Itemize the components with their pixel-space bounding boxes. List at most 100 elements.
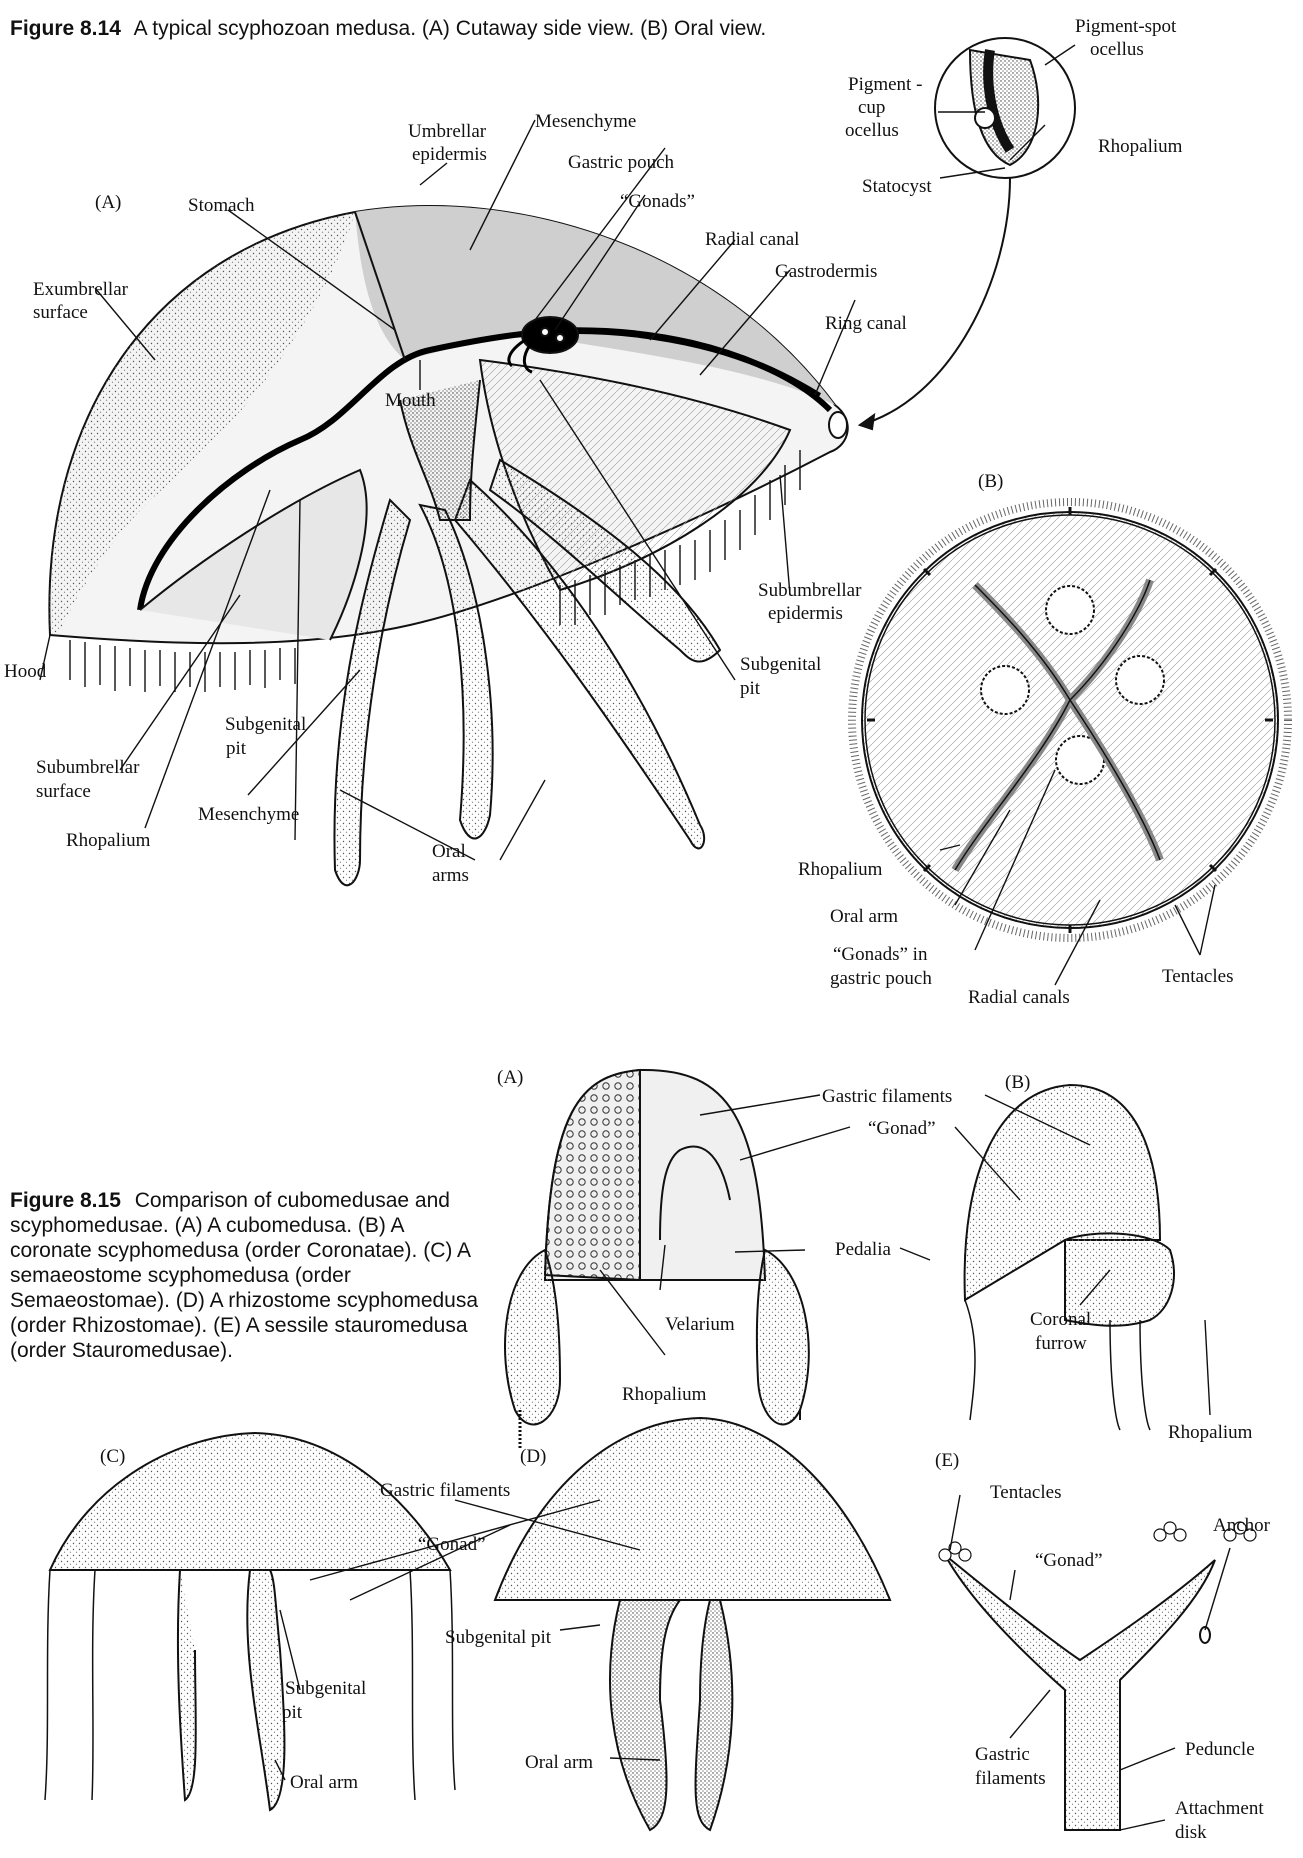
panel-label-d: (D) [520,1446,546,1467]
panel-label-a: (A) [497,1067,523,1088]
coronate-crown [1064,1232,1175,1327]
label-mouth: Mouth [385,390,436,411]
coronate-tentacle [964,1299,1151,1431]
label-ring-canal: Ring canal [825,313,907,334]
cubo-pedalium-left [504,1248,562,1426]
label-gastric-filaments-ab: Gastric filaments [822,1086,952,1107]
figure-8-14-caption: Figure 8.14 A typical scyphozoan medusa.… [10,16,770,41]
label-peduncle: Peduncle [1185,1739,1255,1760]
label-tentacles-b: Tentacles [1162,966,1233,987]
label-gonad-cd: “Gonad” [418,1534,486,1555]
label-gastric-filaments-cd: Gastric filaments [380,1480,510,1501]
label-rhopalium-a: Rhopalium [66,830,151,851]
label-gonad-e: “Gonad” [1035,1550,1103,1571]
label-pedalia: Pedalia [835,1239,891,1260]
tentacle-fringe-left [69,640,296,692]
label-gastric-filaments-e: filaments [975,1768,1046,1789]
label-subumbrellar-surface: surface [36,781,91,802]
coronate-bell [963,1083,1162,1302]
label-oral-arm-c: Oral arm [290,1772,358,1793]
label-radial-canal: Radial canal [705,229,799,250]
gonads-cluster [507,316,579,374]
label-pigment-cup: Pigment - [848,74,922,95]
label-subumbrellar-surface: Subumbrellar [36,757,140,778]
figure-8-15-caption: Figure 8.15 Comparison of cubomedusae an… [10,1188,480,1363]
semaeo-oral-arm [246,1569,286,1812]
label-mesenchyme-bottom: Mesenchyme [198,804,299,825]
label-subgenital-pit-d: Subgenital pit [445,1627,552,1648]
label-pigment-spot: Pigment-spot [1075,16,1177,37]
figure-number: Figure 8.14 [10,17,121,40]
panel-label-a: (A) [95,192,121,213]
label-subgenital-pit-left: Subgenital [225,714,306,735]
figure-number: Figure 8.15 [10,1189,121,1212]
label-pigment-cup: cup [858,97,885,118]
label-rhopalium-a: Rhopalium [622,1384,707,1405]
label-gastric-filaments-e: Gastric [975,1744,1030,1765]
tentacle-fringe-right [559,450,801,625]
fig-8-15-d-rhizostome [493,1416,892,1832]
label-rhopalium-b: Rhopalium [798,859,883,880]
leader-lines-8-15 [274,1094,1231,1831]
fig-8-15-e-stauromedusa [938,1521,1257,1831]
fig-8-14-a-medusa-side-view [48,205,849,887]
label-subgenital-pit-c: pit [282,1702,303,1723]
label-anchor: Anchor [1213,1515,1271,1536]
subumbrella-surface [139,468,368,641]
label-exumbrellar: surface [33,302,88,323]
labels-8-15: (A) (B) (C) (D) (E) Gastric filaments “G… [100,1067,1271,1843]
label-rhopalium-b: Rhopalium [1168,1422,1253,1443]
label-gonads: “Gonads” [620,191,695,212]
anchor-marker [1199,1626,1211,1644]
rhizo-oral-arms [609,1599,734,1832]
label-coronal-furrow: Coronal [1030,1309,1091,1330]
mesenchyme-band [355,206,835,405]
label-subgenital-pit-right: Subgenital [740,654,821,675]
radial-canal-line [544,327,822,397]
caption-text: A typical scyphozoan medusa. (A) Cutaway… [133,17,767,40]
leader-lines-8-14-b [939,769,1216,986]
oral-arm-right [453,478,706,850]
label-subumbrellar-epidermis: Subumbrellar [758,580,862,601]
label-gonad-ab: “Gonad” [868,1118,936,1139]
fig-8-14-b-oral-view [848,498,1292,942]
label-umbrellar-epidermis: epidermis [412,144,487,165]
arrow-to-rhopalium [859,177,1011,426]
oral-arm-far-right [488,458,722,663]
label-hood: Hood [4,661,47,682]
semaeo-bell [48,1431,452,1571]
label-radial-canals: Radial canals [968,987,1070,1008]
labels-8-14: (A) (B) Pigment-spot ocellus Pigment - c… [4,16,1233,1008]
label-gonads-pouch: gastric pouch [830,968,932,989]
gonad-ring [1115,655,1165,705]
semaeo-tentacles [44,1569,456,1801]
label-subgenital-pit-left: pit [226,738,247,759]
rhizo-bell [493,1416,892,1601]
rhopalium-inset [857,37,1076,431]
label-umbrellar-epidermis: Umbrellar [408,121,487,142]
label-coronal-furrow: furrow [1035,1333,1087,1354]
cubo-canal [659,1145,731,1241]
oral-arm-left [333,498,412,887]
label-gastric-pouch: Gastric pouch [568,152,675,173]
label-gastrodermis: Gastrodermis [775,261,877,282]
label-subgenital-pit-right: pit [740,678,761,699]
stauro-tentacle-clusters [938,1521,1257,1562]
leader-lines-8-14 [39,44,1076,861]
manubrium [399,379,481,521]
cubo-pedalium-right [755,1248,810,1426]
cutaway-wall [354,211,406,361]
label-attachment-disk: Attachment [1175,1798,1264,1819]
panel-label-c: (C) [100,1446,125,1467]
label-mesenchyme-top: Mesenchyme [535,111,636,132]
label-pigment-cup: ocellus [845,120,899,141]
label-oral-arms: arms [432,865,469,886]
label-gonads-pouch: “Gonads” in [833,944,928,965]
label-tentacles-e: Tentacles [990,1482,1061,1503]
fig-8-15-a-cubomedusa [504,1068,810,1450]
gonad-ring [980,665,1030,715]
label-subumbrellar-epidermis: epidermis [768,603,843,624]
label-exumbrellar: Exumbrellar [33,279,129,300]
label-pigment-spot: ocellus [1090,39,1144,60]
